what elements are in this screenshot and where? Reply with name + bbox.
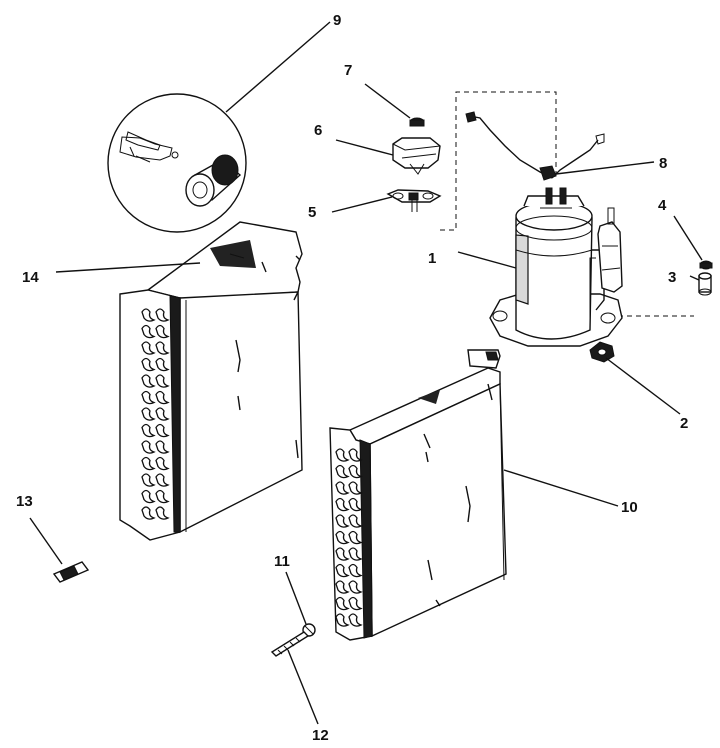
leader-lines	[29, 21, 703, 725]
callout-1: 1	[428, 250, 436, 267]
coil-fin-loop	[141, 341, 156, 355]
coil-fin-loop	[348, 481, 363, 495]
coil-fin-loop	[335, 547, 350, 561]
callout-13: 13	[16, 493, 33, 510]
callout-2: 2	[680, 415, 688, 432]
dashed-grouping-bracket	[440, 91, 557, 231]
coil-fin-loop	[141, 374, 156, 388]
coil-fin-loop	[141, 456, 156, 471]
coil-fin-loop	[348, 613, 363, 627]
part-4-nut	[699, 260, 713, 270]
coil-fin-loop	[155, 407, 170, 421]
coil-fin-loop	[335, 613, 350, 627]
coil-fin-loop	[155, 440, 170, 454]
coil-fin-loop	[348, 547, 363, 561]
callout-14: 14	[22, 269, 39, 286]
coil-fin-loop	[335, 464, 350, 479]
part-8-terminal-wire	[465, 111, 605, 181]
coil-fin-loop	[348, 464, 363, 479]
part-11-screw-head	[302, 623, 316, 637]
callout-6: 6	[314, 122, 322, 139]
callout-9: 9	[333, 12, 341, 29]
coil-fin-loop	[141, 324, 156, 339]
callout-5: 5	[308, 204, 316, 221]
coil-fin-loop	[348, 563, 363, 578]
coil-fin-loop	[348, 514, 363, 528]
callout-10: 10	[621, 499, 638, 516]
callout-4: 4	[658, 197, 667, 214]
coil-fin-loop	[155, 456, 170, 471]
part-14-evaporator-coil	[119, 221, 303, 541]
coil-fin-loop	[335, 481, 350, 495]
coil-fin-loop	[348, 596, 363, 611]
coil-fin-loop	[141, 423, 156, 438]
part-14-fins	[141, 308, 170, 520]
coil-fin-loop	[155, 473, 170, 487]
coil-fin-loop	[155, 374, 170, 388]
part-13-clip	[52, 561, 90, 583]
coil-fin-loop	[335, 580, 350, 594]
coil-fin-loop	[348, 530, 363, 545]
coil-fin-loop	[335, 530, 350, 545]
coil-fin-loop	[155, 489, 170, 504]
part-1-compressor	[489, 187, 623, 347]
coil-fin-loop	[335, 497, 350, 512]
coil-fin-loop	[155, 506, 170, 520]
coil-fin-loop	[155, 423, 170, 438]
coil-fin-loop	[155, 390, 170, 405]
callout-12: 12	[312, 727, 329, 744]
part-2-grommet	[589, 341, 615, 363]
coil-fin-loop	[348, 497, 363, 512]
coil-fin-loop	[335, 514, 350, 528]
coil-fin-loop	[155, 357, 170, 372]
detail-inset-part-9	[107, 93, 247, 233]
coil-fin-loop	[335, 563, 350, 578]
coil-fin-loop	[141, 407, 156, 421]
callout-3: 3	[668, 269, 676, 286]
part-10-condenser-coil	[329, 349, 507, 641]
coil-fin-loop	[141, 390, 156, 405]
coil-fin-loop	[141, 357, 156, 372]
part-6-cover	[392, 137, 441, 175]
callout-8: 8	[659, 155, 667, 172]
coil-fin-loop	[141, 489, 156, 504]
coil-fin-loop	[155, 308, 170, 322]
part-10-fins	[335, 448, 363, 627]
part-3-sleeve	[698, 272, 712, 296]
coil-fin-loop	[141, 440, 156, 454]
coil-fin-loop	[348, 448, 363, 462]
coil-fin-loop	[155, 341, 170, 355]
part-7-nut	[409, 117, 425, 127]
coil-fin-loop	[141, 506, 156, 520]
coil-fin-loop	[348, 580, 363, 594]
coil-fin-loop	[141, 308, 156, 322]
part-12-screw	[270, 631, 310, 657]
coil-fin-loop	[155, 324, 170, 339]
coil-fin-loop	[335, 596, 350, 611]
coil-fin-loop	[141, 473, 156, 487]
callout-7: 7	[344, 62, 352, 79]
part-5-gasket	[386, 189, 442, 212]
callout-11: 11	[274, 553, 290, 570]
coil-fin-loop	[335, 448, 350, 462]
